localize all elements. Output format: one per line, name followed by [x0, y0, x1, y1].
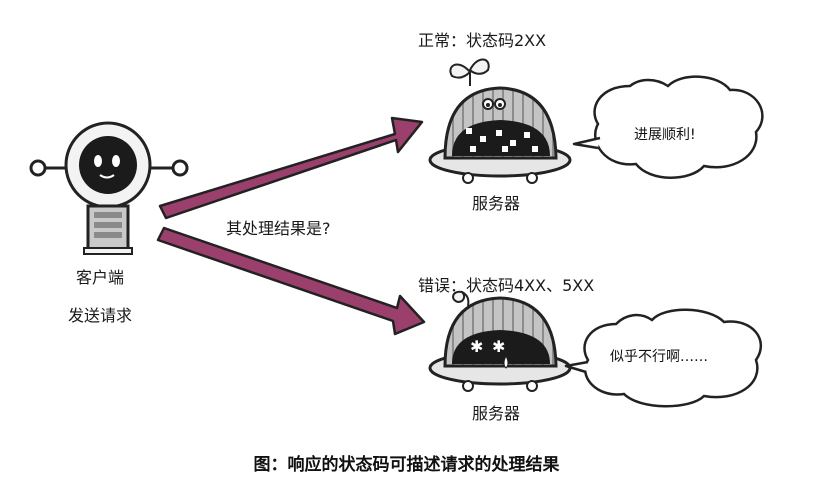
client-action-label: 发送请求	[68, 306, 133, 325]
client-label: 客户端	[76, 268, 125, 287]
normal-status-label: 正常：状态码2XX	[418, 31, 547, 50]
error-server-label: 服务器	[472, 404, 521, 423]
figure-caption: 图：响应的状态码可描述请求的处理结果	[253, 455, 560, 475]
svg-text:✱: ✱	[492, 337, 505, 356]
arrow-to-error	[156, 226, 426, 336]
svg-text:✱: ✱	[470, 337, 483, 356]
normal-server-label: 服务器	[472, 194, 521, 213]
error-speech-text: 似乎不行啊……	[610, 349, 708, 365]
speech-bubble-normal	[572, 75, 764, 179]
arrow-to-normal	[158, 116, 424, 220]
client-robot	[29, 121, 189, 255]
normal-speech-text: 进展顺利!	[634, 127, 696, 143]
speech-bubble-error	[564, 308, 762, 408]
server-robot-normal	[428, 58, 572, 184]
error-status-label: 错误：状态码4XX、5XX	[418, 276, 595, 295]
server-robot-error: ✱ ✱	[428, 290, 572, 392]
question-label: 其处理结果是?	[226, 219, 331, 238]
